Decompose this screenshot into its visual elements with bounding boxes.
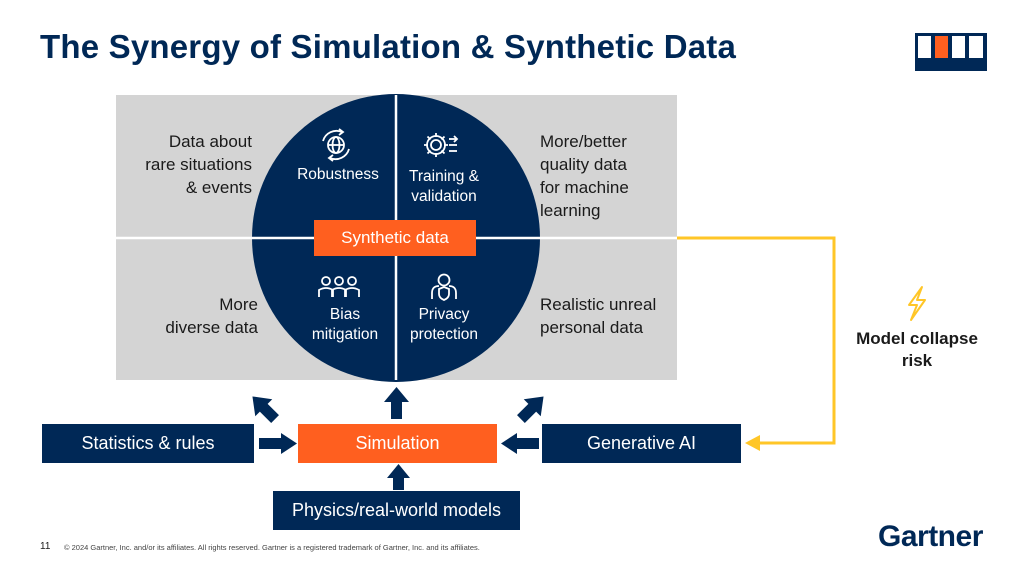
simulation-box: Simulation [298,424,497,463]
quadrant-text-line: personal data [540,318,644,337]
arrow-statistics-diagonal [252,396,279,423]
quadrant-text-line: quality data [540,155,627,174]
synthetic-data-box: Synthetic data [314,220,476,256]
label-line: validation [411,188,477,205]
arrow-generative-diagonal [517,396,544,423]
quadrant-bottom-left: More diverse data [130,293,258,339]
physics-models-box: Physics/real-world models [273,491,520,530]
quadrant-text-line: learning [540,201,601,220]
quadrant-top-right: More/better quality data for machine lea… [540,130,670,222]
model-collapse-connector [677,236,836,445]
gartner-brand-logo: Gartner [878,520,983,553]
gear-arrows-icon [424,133,459,157]
quadrant-text-line: for machine [540,178,629,197]
quadrant-top-left: Data about rare situations & events [130,130,252,199]
statistics-rules-box: Statistics & rules [42,424,254,463]
privacy-protection-label: Privacy protection [394,305,494,345]
quadrant-text-line: rare situations [145,155,252,174]
arrow-simulation-to-circle [384,387,409,419]
label-line: mitigation [311,326,379,343]
person-shield-icon [431,273,457,301]
quadrant-text-line: More/better [540,132,627,151]
arrow-physics-to-simulation [387,464,410,490]
bias-mitigation-label: Bias mitigation [295,305,395,345]
label-line: Training & [408,168,480,185]
quadrant-text-line: More [219,295,258,314]
arrow-generative-to-simulation [501,433,539,454]
model-collapse-label: Model collapse risk [842,328,992,372]
label-line: Model collapse [856,329,978,348]
quadrant-text-line: diverse data [165,318,258,337]
arrow-statistics-to-simulation [259,433,297,454]
globe-refresh-icon [322,128,350,162]
quadrant-text-line: & events [185,178,252,197]
label-line: Bias [329,306,361,323]
group-people-icon [318,276,360,297]
page-number: 11 [40,541,51,552]
label-line: risk [901,351,933,370]
label-line: Privacy [418,306,470,323]
generative-ai-box: Generative AI [542,424,741,463]
quadrant-bottom-right: Realistic unreal personal data [540,293,674,339]
gartner-logo-mark [915,33,987,71]
yellow-arrowhead [745,435,760,451]
lightning-icon [908,286,926,321]
copyright-text: © 2024 Gartner, Inc. and/or its affiliat… [64,543,480,552]
quadrant-text-line: Data about [168,132,252,151]
training-validation-label: Training & validation [394,167,494,207]
label-line: protection [409,326,479,343]
quadrant-text-line: Realistic unreal [540,295,657,314]
robustness-label: Robustness [297,166,379,183]
page-title: The Synergy of Simulation & Synthetic Da… [40,28,737,65]
